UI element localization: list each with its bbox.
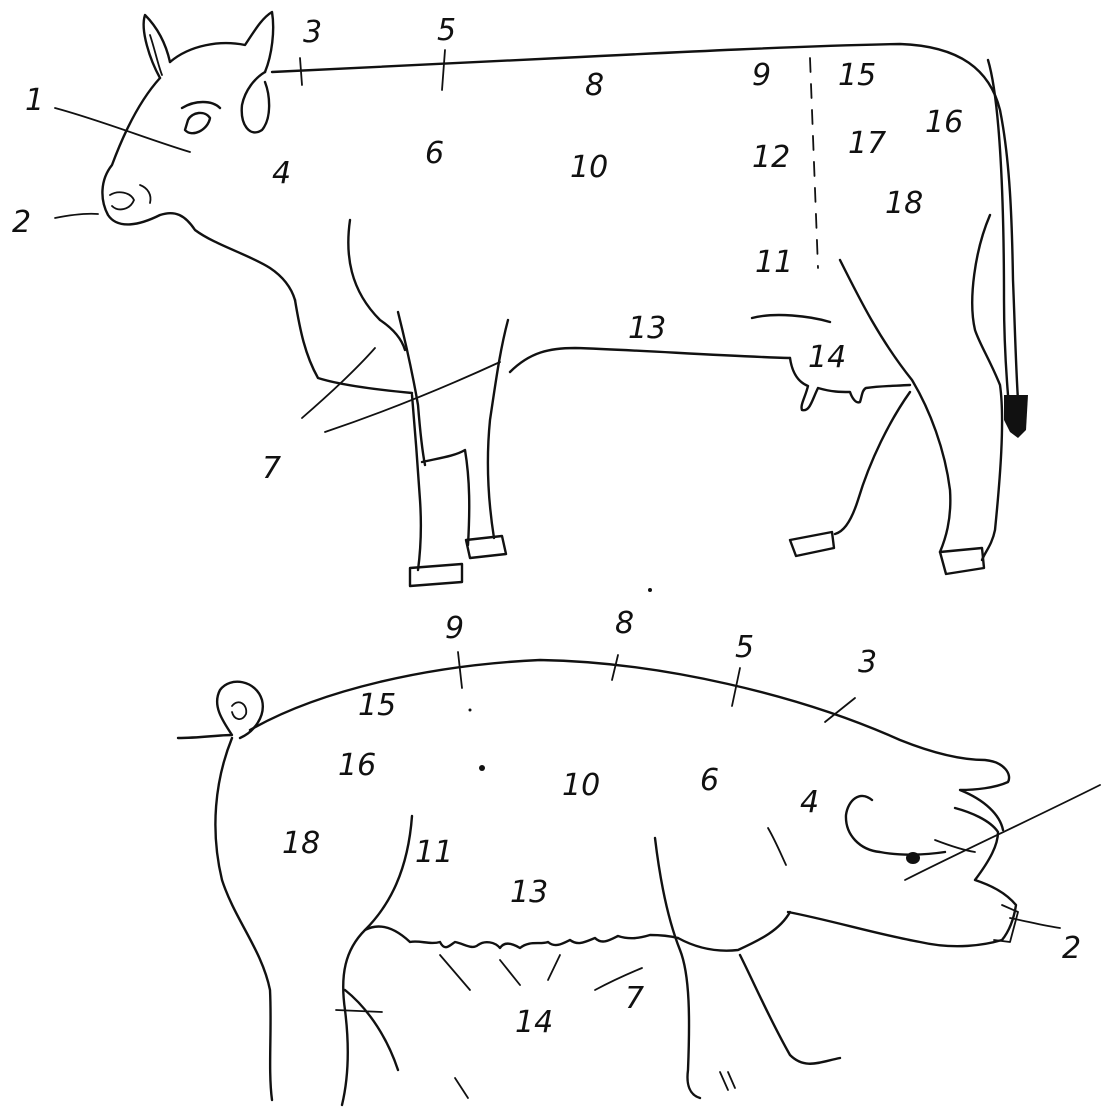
cow-label-1: 1 — [25, 83, 44, 118]
cow-label-5: 5 — [437, 13, 456, 48]
cow-label-11: 11 — [755, 245, 793, 280]
cow-label-18: 18 — [885, 186, 923, 221]
cow-label-14: 14 — [808, 340, 846, 375]
pig-label-15: 15 — [358, 688, 396, 723]
pig-label-8: 8 — [615, 606, 634, 641]
cow-label-6: 6 — [425, 136, 444, 171]
cow-label-17: 17 — [848, 126, 886, 161]
pig-label-5: 5 — [735, 630, 754, 665]
cow-label-7: 7 — [262, 451, 281, 486]
pig-label-4: 4 — [800, 785, 819, 820]
cow-label-12: 12 — [752, 140, 790, 175]
pig-label-10: 10 — [562, 768, 600, 803]
cow-label-2: 2 — [12, 205, 31, 240]
cow-label-3: 3 — [303, 15, 322, 50]
cow-label-8: 8 — [585, 68, 604, 103]
pig-label-7: 7 — [625, 981, 644, 1016]
pig-label-14: 14 — [515, 1005, 553, 1040]
cow-label-16: 16 — [925, 105, 963, 140]
pig-label-11: 11 — [415, 835, 453, 870]
cow-label-9: 9 — [752, 58, 771, 93]
cow-drawing — [55, 12, 1028, 586]
cow-label-10: 10 — [570, 150, 608, 185]
cow-label-4: 4 — [272, 156, 291, 191]
pig-label-16: 16 — [338, 748, 376, 783]
pig-label-18: 18 — [282, 826, 320, 861]
pig-labels: 2 3 4 5 6 7 8 9 10 11 13 14 15 16 18 — [282, 606, 1081, 1040]
pig-label-9: 9 — [445, 611, 464, 646]
pig-label-13: 13 — [510, 875, 548, 910]
cow-label-15: 15 — [838, 58, 876, 93]
pig-label-3: 3 — [858, 645, 877, 680]
pig-drawing — [178, 652, 1100, 1105]
pig-label-2: 2 — [1062, 931, 1081, 966]
pig-label-6: 6 — [700, 763, 719, 798]
cow-label-13: 13 — [628, 311, 666, 346]
